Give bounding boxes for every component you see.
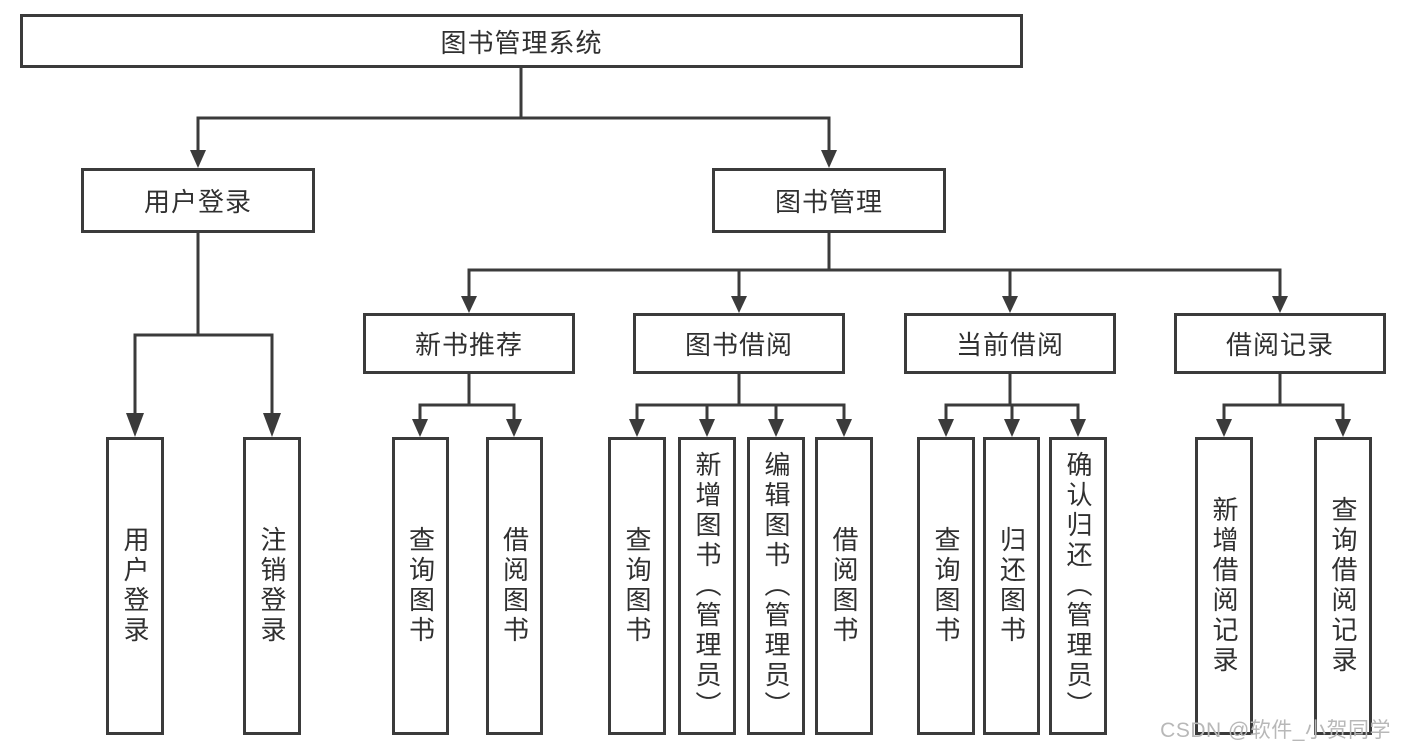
leaf-label: 查询图书 bbox=[405, 526, 436, 646]
node-book-borrowing: 图书借阅 bbox=[633, 313, 845, 374]
leaf-label: 用户登录 bbox=[120, 526, 150, 646]
node-user-login: 用户登录 bbox=[81, 168, 315, 233]
leaf-confirm-return-admin: 确认归还（管理员） bbox=[1049, 437, 1107, 735]
leaf-borrow-books-recommend: 借阅图书 bbox=[486, 437, 543, 735]
leaf-label: 确认归还（管理员） bbox=[1063, 451, 1093, 721]
node-new-book-recommendation: 新书推荐 bbox=[363, 313, 575, 374]
connector-recommend-to-leaves bbox=[418, 374, 516, 420]
leaf-borrow-books: 借阅图书 bbox=[815, 437, 873, 735]
leaf-label: 借阅图书 bbox=[829, 526, 859, 646]
connector-borrow-to-leaves bbox=[635, 374, 846, 420]
leaf-label: 借阅图书 bbox=[499, 526, 530, 646]
arrowheads bbox=[126, 150, 1351, 437]
connector-book-mgmt-to-level3 bbox=[467, 233, 1282, 296]
leaf-user-login: 用户登录 bbox=[106, 437, 164, 735]
csdn-watermark: CSDN @软件_小贺同学 bbox=[1160, 719, 1391, 742]
node-borrowing-records: 借阅记录 bbox=[1174, 313, 1386, 374]
leaf-label: 查询借阅记录 bbox=[1328, 496, 1358, 676]
leaf-label: 查询图书 bbox=[622, 526, 652, 646]
leaf-label: 归还图书 bbox=[996, 526, 1027, 646]
leaf-label: 编辑图书（管理员） bbox=[761, 451, 791, 721]
leaf-return-books: 归还图书 bbox=[983, 437, 1040, 735]
leaf-logout: 注销登录 bbox=[243, 437, 301, 735]
leaf-add-borrow-record: 新增借阅记录 bbox=[1195, 437, 1253, 735]
node-library-management-system: 图书管理系统 bbox=[20, 14, 1023, 68]
connector-user-login-to-leaves bbox=[133, 233, 274, 414]
leaf-query-borrow-record: 查询借阅记录 bbox=[1314, 437, 1372, 735]
node-current-borrowing: 当前借阅 bbox=[904, 313, 1116, 374]
leaf-label: 新增图书（管理员） bbox=[692, 451, 722, 721]
leaf-label: 注销登录 bbox=[257, 526, 287, 646]
leaf-label: 新增借阅记录 bbox=[1209, 496, 1239, 676]
connector-root-to-level2 bbox=[196, 67, 831, 151]
connector-records-to-leaves bbox=[1222, 374, 1345, 420]
leaf-query-books-recommend: 查询图书 bbox=[392, 437, 449, 735]
leaf-edit-books-admin: 编辑图书（管理员） bbox=[747, 437, 805, 735]
leaf-query-books-borrow: 查询图书 bbox=[608, 437, 666, 735]
connector-current-to-leaves bbox=[944, 374, 1080, 420]
leaf-label: 查询图书 bbox=[931, 526, 961, 646]
leaf-add-books-admin: 新增图书（管理员） bbox=[678, 437, 736, 735]
leaf-query-books-current: 查询图书 bbox=[917, 437, 975, 735]
node-book-management: 图书管理 bbox=[712, 168, 946, 233]
